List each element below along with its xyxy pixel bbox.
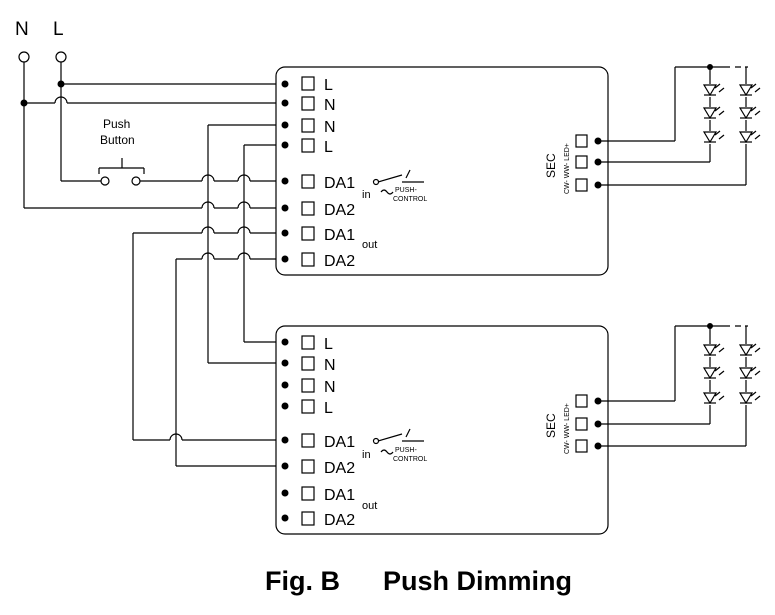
figure-number: Fig. B	[265, 566, 340, 596]
led-icon	[738, 83, 761, 97]
led-icon	[702, 343, 725, 357]
terminal-row: DA2	[281, 252, 355, 270]
terminal-row: DA2	[281, 201, 355, 219]
terminal-row: N	[281, 378, 336, 396]
terminal-row: DA1	[281, 433, 355, 451]
push-control-label-2: CONTROL	[393, 196, 427, 203]
driver-top-housing	[275, 66, 609, 276]
terminal-row: L	[281, 138, 333, 156]
push-control-symbol	[372, 428, 424, 455]
terminal-row: DA2	[281, 511, 355, 529]
mains-l-terminal	[55, 51, 67, 63]
terminal-row: DA2	[281, 459, 355, 477]
led-icon	[702, 391, 725, 405]
terminal-row: L	[281, 76, 333, 94]
led-icon	[702, 83, 725, 97]
led-icon	[738, 130, 761, 144]
terminal-label: DA1	[324, 175, 355, 192]
figure-title: Push Dimming	[383, 566, 572, 596]
terminal-row: L	[281, 399, 333, 417]
terminal-label: L	[324, 77, 333, 94]
sec-output-labels: CW- WW- LED+	[564, 403, 571, 454]
sec-terminals	[575, 394, 602, 453]
terminal-label: DA2	[324, 460, 355, 477]
terminal-row: DA1	[281, 486, 355, 504]
push-control-label-1: PUSH-	[395, 447, 417, 454]
led-icon	[702, 130, 725, 144]
terminal-label: L	[324, 139, 333, 156]
driver-bottom: L N N L DA1 DA2 DA1 DA2 in	[275, 325, 609, 535]
push-control-label-2: CONTROL	[393, 456, 427, 463]
push-button-symbol	[98, 158, 145, 186]
terminal-label: L	[324, 400, 333, 417]
terminal-row: N	[281, 356, 336, 374]
terminal-label: DA2	[324, 253, 355, 270]
mains-l-label: L	[53, 19, 64, 40]
led-output-wiring	[598, 64, 748, 447]
terminal-row: DA1	[281, 174, 355, 192]
terminal-label: N	[324, 379, 336, 396]
led-icon	[702, 366, 725, 380]
out-label: out	[362, 500, 377, 512]
mains-n-label: N	[15, 19, 29, 40]
sec-label: SEC	[544, 413, 558, 438]
terminal-label: N	[324, 357, 336, 374]
terminal-label: L	[324, 336, 333, 353]
terminal-label: N	[324, 97, 336, 114]
push-button-label-line1: Push	[103, 117, 130, 131]
sec-label: SEC	[544, 153, 558, 178]
led-icon	[702, 106, 725, 120]
push-control-symbol	[372, 169, 424, 195]
terminal-label: DA2	[324, 202, 355, 219]
out-label: out	[362, 239, 377, 251]
terminal-label: DA1	[324, 487, 355, 504]
in-label: in	[362, 189, 371, 201]
terminal-row: L	[281, 335, 333, 353]
mains-n-terminal	[18, 51, 30, 63]
terminal-row: N	[281, 96, 336, 114]
terminal-label: DA1	[324, 227, 355, 244]
wiring	[20, 62, 285, 467]
led-icon	[738, 343, 761, 357]
driver-bottom-housing	[275, 325, 609, 535]
sec-output-labels: CW- WW- LED+	[564, 143, 571, 194]
led-icon	[738, 106, 761, 120]
led-icon	[738, 366, 761, 380]
led-strings	[702, 83, 761, 405]
terminal-row: N	[281, 118, 336, 136]
terminal-label: DA1	[324, 434, 355, 451]
terminal-row: DA1	[281, 226, 355, 244]
terminal-label: N	[324, 119, 336, 136]
driver-top: L N N L DA1 DA2 DA1 DA2 in	[275, 66, 609, 276]
led-icon	[738, 391, 761, 405]
push-button-label-line2: Button	[100, 133, 135, 147]
push-control-label-1: PUSH-	[395, 187, 417, 194]
terminal-label: DA2	[324, 512, 355, 529]
in-label: in	[362, 449, 371, 461]
